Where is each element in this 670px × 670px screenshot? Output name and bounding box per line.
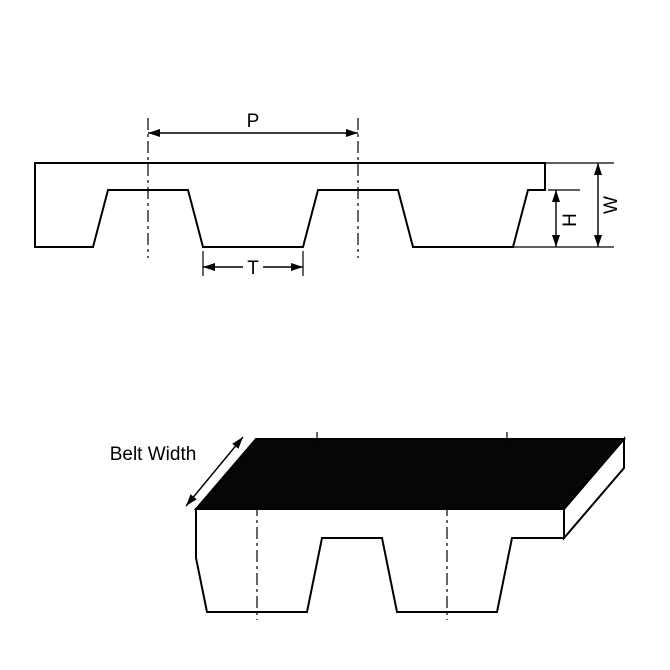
tooth-height-dimension: H xyxy=(548,189,581,247)
belt-3d-view: Belt Width xyxy=(110,432,627,620)
belt-end-face xyxy=(563,436,625,541)
belt-width-label: Belt Width xyxy=(110,444,197,465)
tooth-width-dimension: T xyxy=(202,251,304,279)
belt-top-surface xyxy=(193,438,627,510)
belt-thickness-label: W xyxy=(601,196,622,214)
belt-width-annotation: Belt Width xyxy=(110,436,244,507)
belt-front-face xyxy=(195,508,565,613)
belt-thickness-dimension: W xyxy=(513,162,622,248)
pitch-dimension: P xyxy=(148,111,358,137)
tooth-height-label: H xyxy=(560,213,581,227)
belt-profile-view: P T H W xyxy=(34,111,622,279)
belt-width-arrow xyxy=(185,436,244,507)
label-mask xyxy=(243,256,263,277)
belt-profile xyxy=(34,162,546,248)
pitch-label: P xyxy=(247,111,260,132)
tooth-width-label: T xyxy=(247,258,259,279)
